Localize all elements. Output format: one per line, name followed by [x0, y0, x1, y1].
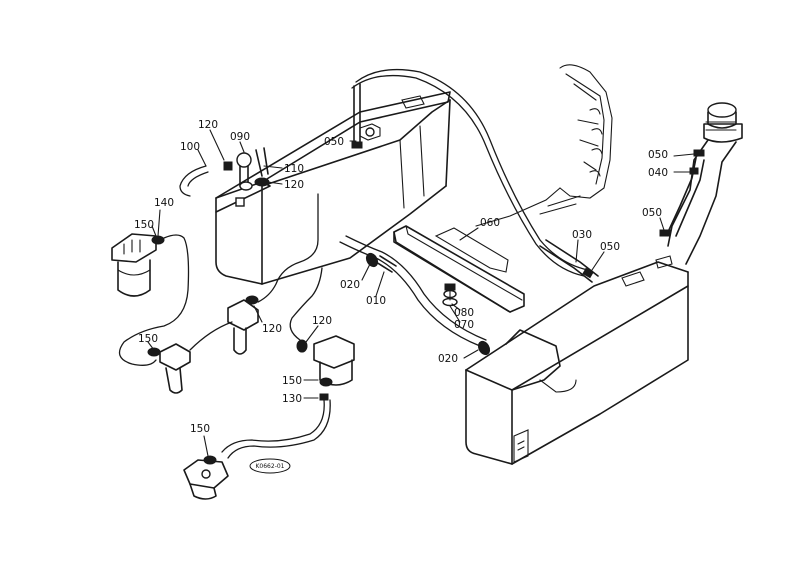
callout-080-washer: 080 — [454, 307, 474, 319]
callout-150-clamp-left: 150 — [138, 333, 158, 345]
callout-020-clamp-upper: 020 — [340, 279, 360, 291]
callout-010-connecting-hose: 010 — [366, 295, 386, 307]
callout-030-return-hose: 030 — [572, 229, 592, 241]
reference-stamp: K0662-01 — [249, 458, 291, 474]
bracket-channel — [393, 225, 525, 313]
callout-150-clamp-filter: 150 — [134, 219, 154, 231]
callout-130-hose: 130 — [282, 393, 302, 405]
callout-090-cap: 090 — [230, 131, 250, 143]
callout-040-breather-hose: 040 — [648, 167, 668, 179]
connecting-hose-010 — [339, 235, 491, 356]
fuel-filter-left — [111, 233, 190, 366]
callout-110-hose: 110 — [284, 163, 304, 175]
callout-150-clamp-pump: 150 — [190, 423, 210, 435]
callout-050-clamp-filler-lower: 050 — [642, 207, 662, 219]
callout-120-clamp-injector: 120 — [262, 323, 282, 335]
callout-070-bolt: 070 — [454, 319, 474, 331]
callout-050-clamp-upper: 050 — [324, 136, 344, 148]
leader-lines — [147, 129, 695, 457]
overflow-line — [351, 68, 589, 277]
breather-hose-filler — [659, 149, 705, 237]
callout-120-hose-clamp-top: 120 — [198, 119, 218, 131]
callout-120-clamp-tank: 120 — [284, 179, 304, 191]
callout-140-hose: 140 — [154, 197, 174, 209]
radiator-outline — [475, 64, 613, 227]
return-hose-030 — [539, 239, 599, 283]
callout-020-clamp-lower: 020 — [438, 353, 458, 365]
callout-120-clamp-separator: 120 — [312, 315, 332, 327]
callout-labels: 120 090 100 110 120 050 140 150 120 120 … — [134, 119, 668, 435]
fuel-tank-lower — [465, 255, 689, 465]
callout-050-clamp-filler-upper: 050 — [648, 149, 668, 161]
filler-neck — [667, 102, 743, 265]
injector-assembly — [147, 193, 319, 394]
callout-100-hose: 100 — [180, 141, 200, 153]
water-separator — [221, 267, 355, 459]
tank-top-fittings — [179, 147, 270, 197]
callout-150-clamp-separator: 150 — [282, 375, 302, 387]
fuel-feed-pump — [183, 455, 229, 500]
reference-stamp-text: K0662-01 — [255, 463, 284, 470]
bolt-and-washer — [442, 283, 458, 307]
callout-050-clamp-return: 050 — [600, 241, 620, 253]
callout-060-bracket: 060 — [480, 217, 500, 229]
fuel-tank-upper — [215, 91, 451, 285]
